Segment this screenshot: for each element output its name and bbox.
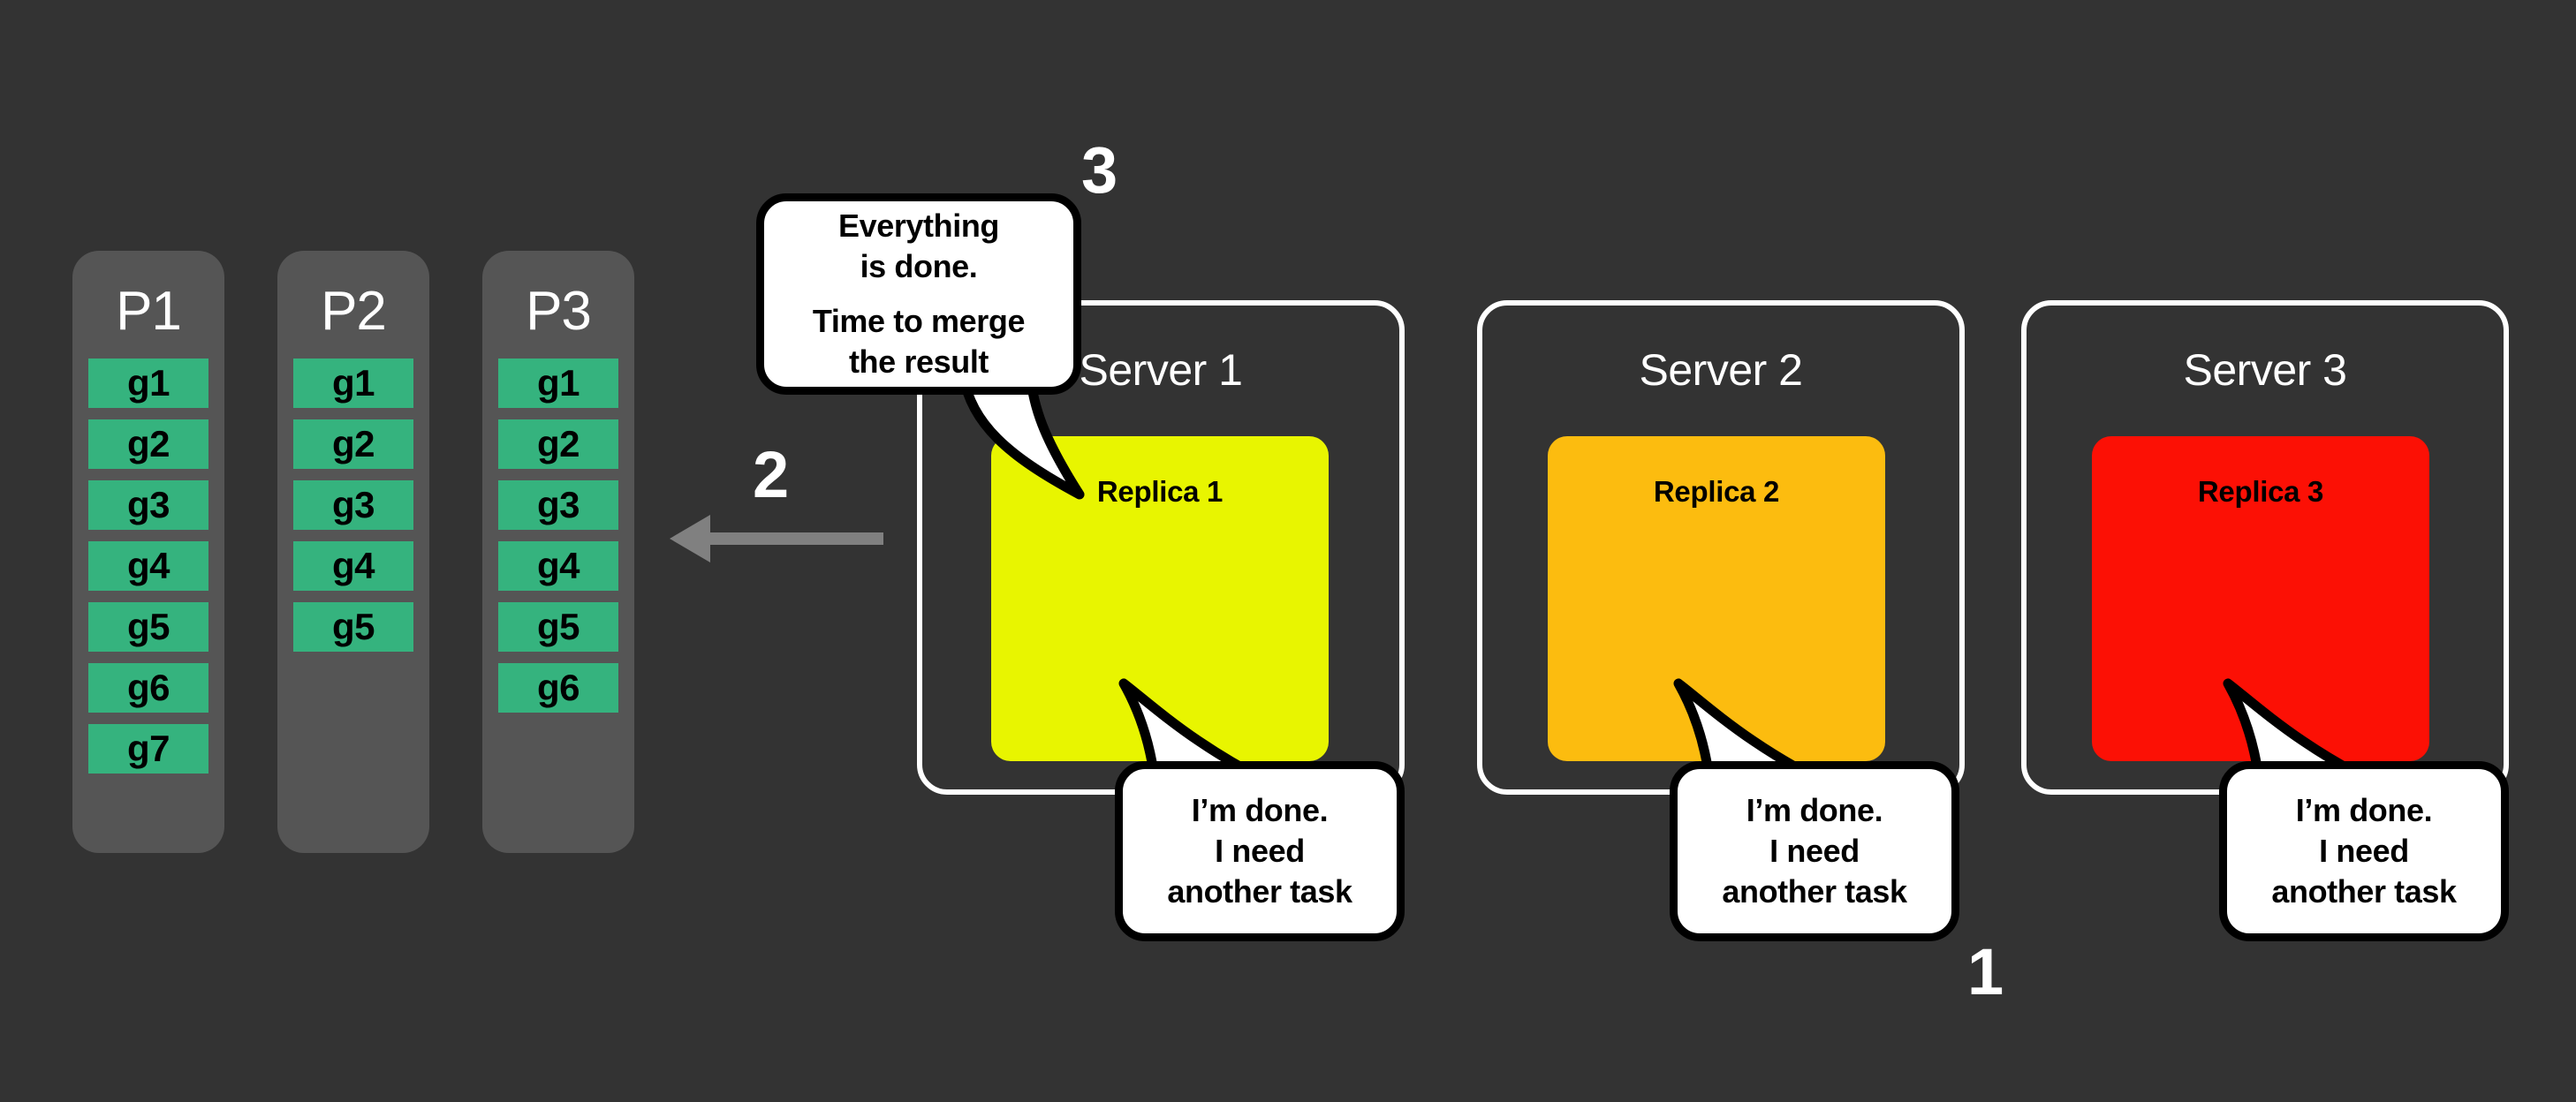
merge-arrow — [664, 508, 883, 570]
partition-column-p2: P2 g1 g2 g3 g4 g5 — [277, 251, 429, 853]
partition-block: g5 — [293, 602, 413, 652]
replica-box-1: Replica 1 — [991, 436, 1329, 761]
replica-label: Replica 3 — [2197, 475, 2324, 508]
server-title: Server 1 — [1079, 345, 1243, 395]
partition-column-p1: P1 g1 g2 g3 g4 g5 g6 g7 — [72, 251, 224, 853]
partition-block: g6 — [498, 663, 618, 713]
bubble-text-line: the result — [848, 343, 989, 381]
replica-label: Replica 2 — [1653, 475, 1780, 508]
partition-block: g5 — [88, 602, 208, 652]
bubble-text-line: Everything — [837, 207, 1000, 244]
replica-box-2: Replica 2 — [1548, 436, 1885, 761]
replica-label: Replica 1 — [1096, 475, 1224, 508]
partition-block: g1 — [498, 359, 618, 408]
server-title: Server 2 — [1639, 345, 1803, 395]
done-speech-bubble-2: I’m done. I need another task — [1670, 761, 1959, 941]
bubble-text-line: I’m done. — [1746, 791, 1883, 828]
step-number-one: 1 — [1967, 935, 2004, 1008]
step-number-two: 2 — [753, 438, 789, 511]
partition-block: g4 — [88, 541, 208, 591]
bubble-text-line: I need — [2319, 832, 2409, 869]
partition-column-p3: P3 g1 g2 g3 g4 g5 g6 — [482, 251, 634, 853]
done-speech-bubble-3: I’m done. I need another task — [2219, 761, 2509, 941]
partition-block: g1 — [293, 359, 413, 408]
partition-title: P1 — [116, 281, 182, 342]
bubble-text-line: another task — [1722, 873, 1907, 910]
bubble-text-line: another task — [1167, 873, 1352, 910]
arrow-left-icon — [670, 515, 883, 562]
bubble-text-line: I’m done. — [1191, 791, 1329, 828]
partition-block: g2 — [88, 419, 208, 469]
partition-block: g3 — [293, 480, 413, 530]
partition-block: g7 — [88, 724, 208, 774]
merge-speech-bubble: Everything is done. Time to merge the re… — [756, 193, 1081, 395]
partition-block: g3 — [498, 480, 618, 530]
partition-title: P2 — [321, 281, 387, 342]
bubble-text-line: Time to merge — [812, 303, 1026, 339]
step-number-three: 3 — [1081, 133, 1118, 207]
bubble-text-line: I need — [1769, 832, 1860, 869]
partition-block: g4 — [293, 541, 413, 591]
server-title: Server 3 — [2183, 345, 2347, 395]
bubble-text-line: is done. — [860, 247, 978, 284]
partition-block: g6 — [88, 663, 208, 713]
partition-block-list: g1 g2 g3 g4 g5 — [277, 359, 429, 652]
partition-block: g3 — [88, 480, 208, 530]
partition-block-list: g1 g2 g3 g4 g5 g6 g7 — [72, 359, 224, 774]
replica-box-3: Replica 3 — [2092, 436, 2429, 761]
bubble-text-line: I’m done. — [2295, 791, 2433, 828]
partition-block: g5 — [498, 602, 618, 652]
partition-block-list: g1 g2 g3 g4 g5 g6 — [482, 359, 634, 713]
partition-block: g2 — [293, 419, 413, 469]
partition-block: g1 — [88, 359, 208, 408]
bubble-text-line: I need — [1215, 832, 1305, 869]
partition-title: P3 — [526, 281, 592, 342]
bubble-text-line: another task — [2271, 873, 2457, 910]
partition-block: g4 — [498, 541, 618, 591]
partition-block: g2 — [498, 419, 618, 469]
done-speech-bubble-1: I’m done. I need another task — [1115, 761, 1405, 941]
